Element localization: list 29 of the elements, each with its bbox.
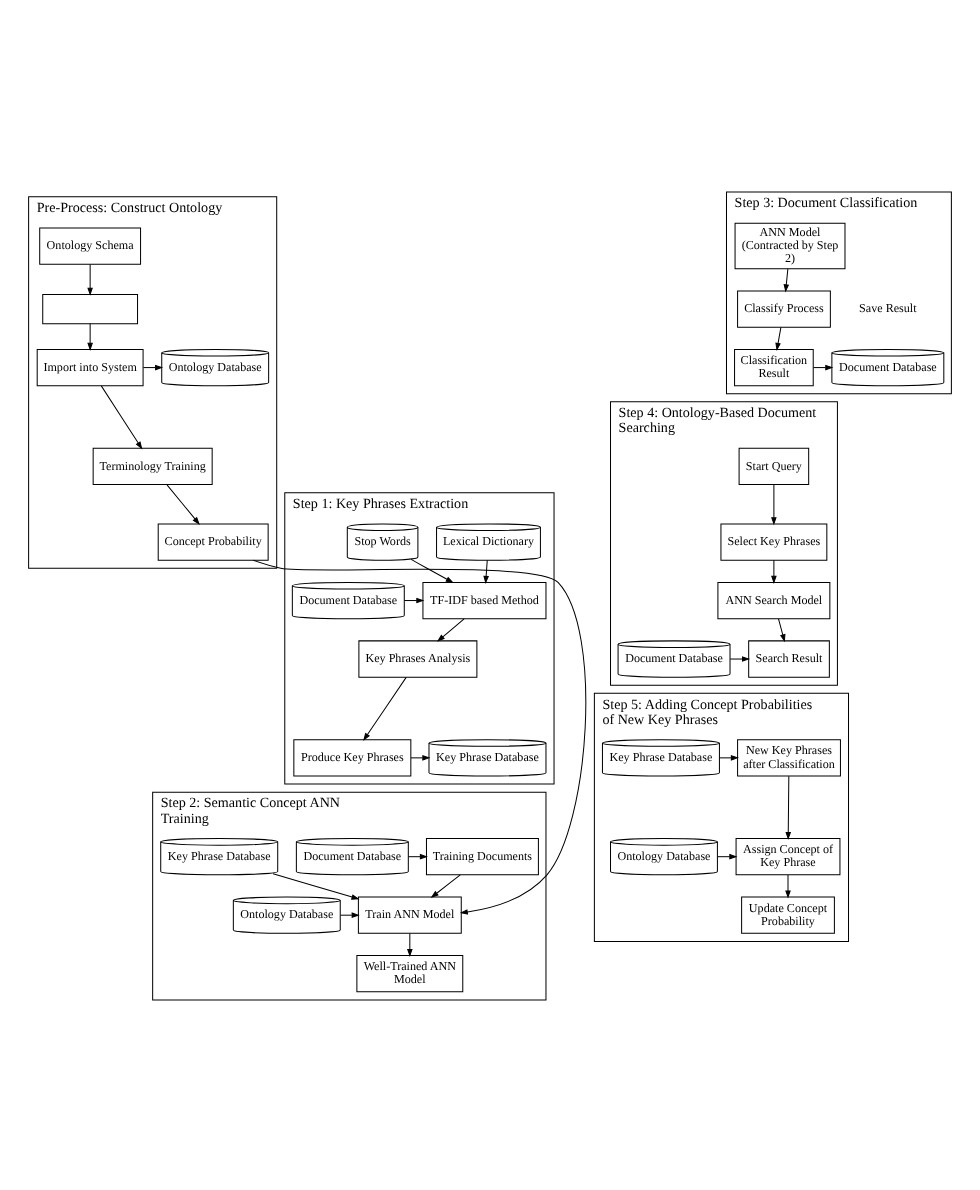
arrow	[410, 557, 454, 582]
arrow	[87, 262, 93, 295]
arrow	[408, 852, 428, 859]
arrow	[100, 384, 143, 449]
arrow	[775, 325, 782, 350]
arrow	[166, 483, 200, 524]
arrow	[785, 774, 792, 840]
arrow	[771, 483, 777, 525]
arrow	[142, 363, 164, 370]
arrow	[87, 322, 93, 350]
arrow	[430, 873, 461, 897]
arrow	[778, 617, 786, 642]
arrow	[340, 911, 360, 917]
node-box	[42, 292, 139, 324]
arrow	[483, 558, 489, 583]
arrow	[272, 872, 360, 899]
arrow	[410, 754, 431, 760]
arrow	[813, 363, 834, 370]
arrow	[252, 558, 587, 914]
arrow	[717, 852, 738, 859]
arrow	[771, 558, 777, 583]
arrow	[718, 754, 739, 760]
arrow	[729, 655, 751, 661]
arrow	[363, 675, 407, 740]
arrow	[436, 617, 465, 641]
arrow	[403, 596, 425, 603]
arrow	[407, 931, 413, 957]
arrow	[783, 267, 790, 292]
arrow	[785, 873, 791, 898]
